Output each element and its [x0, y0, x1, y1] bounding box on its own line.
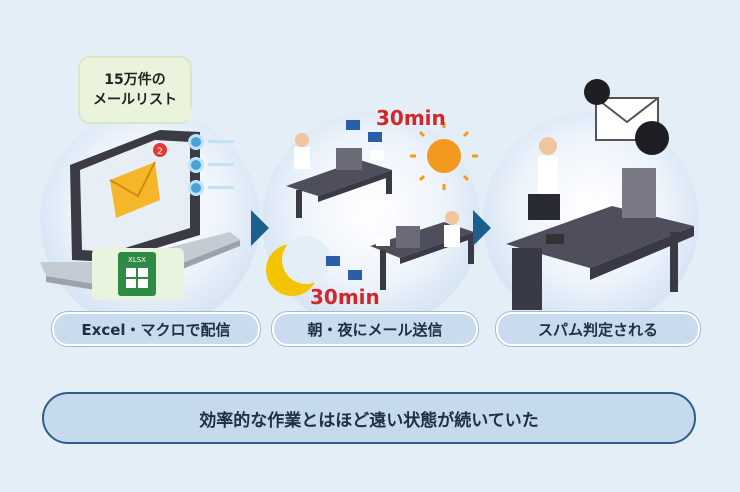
person-icon	[445, 211, 459, 225]
contact-list	[188, 134, 234, 196]
sun-icon	[410, 122, 478, 190]
person-icon	[295, 133, 309, 147]
envelope-icon	[109, 161, 160, 218]
person-icon	[539, 137, 557, 155]
morning-desk	[286, 133, 392, 218]
notification-count: 2	[157, 147, 163, 157]
summary-banner: 効率的な作業とはほど遠い状態が続いていた	[42, 392, 696, 444]
bubble-line-2: メールリスト	[93, 92, 177, 108]
email-list-bubble: 15万件の メールリスト	[78, 56, 192, 124]
step-arrow-2	[473, 210, 491, 246]
step2-label: 朝・夜にメール送信	[272, 312, 478, 346]
spam-virus-icon	[584, 79, 669, 155]
night-duration: 30min	[310, 285, 380, 309]
envelope-icon	[326, 256, 362, 280]
moon-icon	[266, 236, 330, 296]
morning-duration: 30min	[376, 106, 446, 130]
excel-file-icon: XLSX	[92, 248, 184, 300]
bubble-line-1: 15万件の	[104, 72, 166, 88]
spam-desk	[506, 137, 694, 310]
step1-label: Excel・マクロで配信	[52, 312, 260, 346]
envelope-icon	[346, 120, 382, 142]
step-arrow-1	[251, 210, 269, 246]
notification-badge	[153, 143, 167, 157]
xlsx-label: XLSX	[128, 256, 146, 264]
night-desk	[370, 211, 474, 290]
step3-label: スパム判定される	[496, 312, 700, 346]
